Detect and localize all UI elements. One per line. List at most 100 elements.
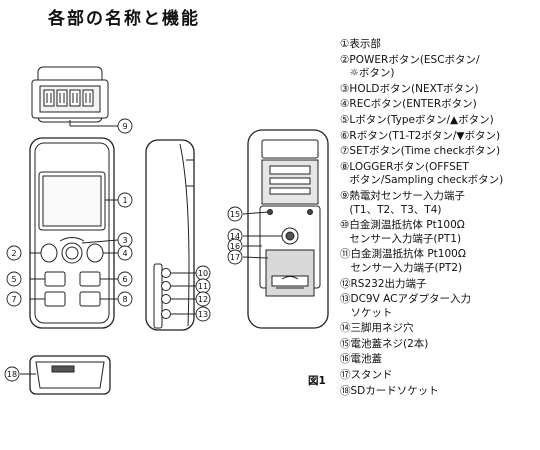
legend-text: Rボタン(T1-T2ボタン/▼ボタン) (349, 130, 538, 144)
legend-line: センサー入力端子(PT1) (349, 232, 462, 245)
legend-number: ⑮ (340, 337, 351, 350)
callout-7: 7 (11, 295, 16, 304)
page-title: 各部の名称と機能 (48, 9, 200, 29)
legend-text: 三脚用ネジ穴 (351, 322, 539, 336)
legend-line: 白金測温抵抗体 Pt100Ω (350, 248, 466, 261)
legend-number: ④ (340, 98, 350, 111)
legend-number: ⑱ (340, 384, 351, 397)
legend-line: Rボタン(T1-T2ボタン/▼ボタン) (349, 129, 501, 142)
legend-text: SDカードソケット (351, 385, 539, 399)
legend-text: 表示部 (349, 38, 538, 52)
legend-number: ⑯ (340, 353, 351, 366)
callout-13: 13 (198, 310, 208, 319)
legend-line: LOGGERボタン(OFFSET (349, 160, 469, 173)
callout-8: 8 (122, 295, 127, 304)
dc9v-socket (161, 309, 171, 319)
legend-line: 電池蓋ネジ(2本) (350, 337, 429, 350)
legend-line: 白金測温抵抗体 Pt100Ω (349, 219, 465, 232)
callout-10: 10 (198, 269, 208, 278)
legend-text: POWERボタン(ESCボタン/☼ボタン) (349, 54, 538, 81)
legend-text: RECボタン(ENTERボタン) (349, 98, 538, 112)
callout-2: 2 (11, 249, 16, 258)
callout-4: 4 (122, 249, 127, 258)
legend-text: DC9V ACアダプター入力ソケット (351, 293, 539, 320)
legend-text: 電池蓋ネジ(2本) (351, 338, 539, 352)
legend-text: Lボタン(Typeボタン/▲ボタン) (349, 114, 538, 128)
battery-screw (307, 209, 313, 215)
pt2-input (161, 281, 171, 291)
legend-number: ② (340, 53, 350, 66)
figure-label: 図1 (308, 375, 326, 387)
legend-number: ⑦ (340, 145, 350, 158)
callout-9: 9 (122, 122, 127, 131)
legend-line: スタンド (350, 369, 393, 382)
legend-text: 電池蓋 (351, 353, 539, 367)
top-view (31, 66, 118, 127)
set-button (44, 291, 66, 307)
rs232-port (161, 294, 171, 304)
r-button (79, 271, 101, 287)
callout-16: 16 (230, 242, 240, 251)
legend-number: ⑬ (340, 293, 351, 306)
thermocouple-connectors (43, 89, 94, 107)
callout-14: 14 (230, 232, 240, 241)
callout-11: 11 (198, 282, 208, 291)
logger-button (79, 291, 101, 307)
stand (265, 249, 315, 297)
legend-line: SDカードソケット (350, 384, 439, 397)
legend-text: HOLDボタン(NEXTボタン) (349, 83, 538, 97)
battery-screw (267, 209, 273, 215)
legend-number: ⑧ (340, 160, 350, 173)
legend-line: 熱電対センサー入力端子 (349, 189, 465, 202)
l-button (44, 271, 66, 287)
power-button (40, 243, 58, 263)
callout-1: 1 (122, 196, 127, 205)
legend-line: SETボタン(Time checkボタン) (349, 145, 501, 158)
legend-number: ⑩ (340, 219, 350, 232)
rec-button (86, 243, 104, 263)
legend-text: 熱電対センサー入力端子(T1、T2、T3、T4) (349, 190, 538, 217)
legend-number: ⑥ (340, 129, 350, 142)
callout-5: 5 (11, 275, 16, 284)
legend-number: ⑰ (340, 369, 351, 382)
bottom-view (20, 355, 111, 395)
legend-text: RS232出力端子 (351, 278, 539, 292)
legend-line: ボタン/Sampling checkボタン) (349, 174, 504, 187)
legend-line: POWERボタン(ESCボタン/ (349, 53, 480, 66)
legend-line: ソケット (350, 306, 393, 319)
legend-number: ⑨ (340, 189, 350, 202)
callout-6: 6 (122, 275, 127, 284)
legend-line: ☼ボタン) (349, 67, 395, 80)
legend-number: ① (340, 38, 350, 50)
legend-line: 表示部 (349, 38, 381, 50)
legend-line: 電池蓋 (350, 353, 383, 366)
legend-number: ⑪ (340, 248, 351, 261)
legend-text: スタンド (351, 369, 539, 383)
legend-line: センサー入力端子(PT2) (350, 261, 463, 274)
legend-number: ⑤ (340, 113, 350, 126)
side-view (145, 139, 196, 331)
back-view (242, 129, 329, 329)
legend-number: ③ (340, 82, 350, 95)
legend-line: Lボタン(Typeボタン/▲ボタン) (349, 113, 494, 126)
legend-line: RS232出力端子 (350, 277, 427, 290)
legend-number: ⑫ (340, 277, 351, 290)
legend-line: (T1、T2、T3、T4) (349, 203, 442, 216)
